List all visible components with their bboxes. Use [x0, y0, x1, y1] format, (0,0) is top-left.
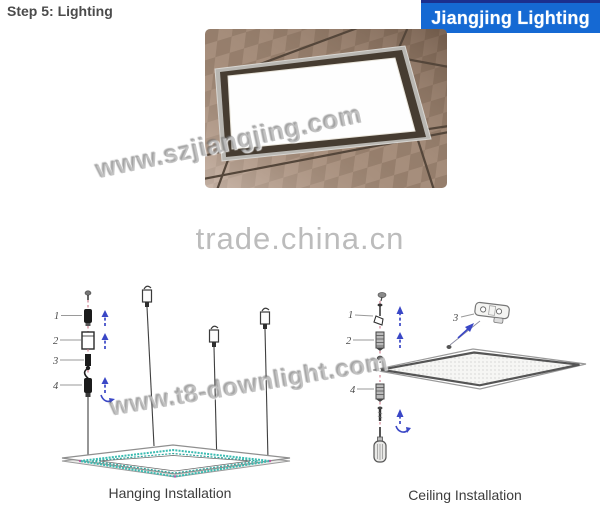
- hanging-direction-arrows: [100, 310, 115, 403]
- ceiling-installation-caption: Ceiling Installation: [408, 487, 522, 503]
- ceiling-lower-parts: 4: [350, 375, 411, 463]
- ceiling-part-number-4: 4: [350, 385, 356, 396]
- ceiling-installation-diagram: 1 2 3: [346, 292, 587, 463]
- brand-banner-label: Jiangjing Lighting: [431, 7, 590, 28]
- ceiling-parts-column: [373, 292, 387, 363]
- hanging-part-number-2: 2: [53, 336, 59, 347]
- ceiling-part-number-1: 1: [348, 310, 353, 321]
- hanging-installation-diagram: 1 2 3 4: [52, 285, 291, 478]
- watermark-trade-china: trade.china.cn: [195, 221, 405, 256]
- ceiling-part-numbers-top: 1 2: [346, 310, 374, 347]
- ceiling-direction-arrows-top: [396, 306, 404, 348]
- ceiling-part-number-3: 3: [452, 313, 458, 324]
- hanging-panel: [61, 444, 291, 478]
- ceiling-photo: [205, 29, 447, 188]
- ceiling-mount-bracket: 3: [446, 301, 510, 349]
- hanging-part-number-3: 3: [52, 356, 58, 367]
- hanging-wires: [141, 285, 271, 468]
- screwdriver: [373, 427, 387, 463]
- hanging-parts-column: [81, 290, 95, 455]
- hanging-part-number-1: 1: [54, 311, 59, 322]
- hanging-installation-caption: Hanging Installation: [108, 485, 232, 501]
- hanging-part-number-4: 4: [53, 381, 59, 392]
- ceiling-panel: [372, 348, 587, 390]
- brand-banner: Jiangjing Lighting: [421, 0, 600, 33]
- page-title: Step 5: Lighting: [7, 3, 113, 19]
- led-panel: [214, 45, 432, 162]
- ceiling-photo-image: [205, 29, 447, 188]
- hanging-part-numbers: 1 2 3 4: [52, 311, 84, 392]
- ceiling-part-number-2: 2: [346, 336, 352, 347]
